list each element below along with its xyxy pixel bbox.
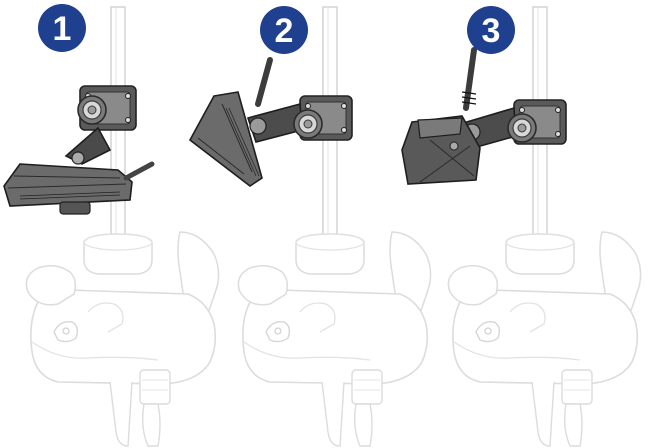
step-badge-2: 2 bbox=[260, 6, 308, 54]
motor-silhouette-3 bbox=[448, 7, 640, 446]
motor-silhouette-1 bbox=[26, 7, 218, 446]
step-2-group: 2 bbox=[190, 6, 431, 446]
step-badge-1: 1 bbox=[38, 4, 86, 52]
mount-bracket-1 bbox=[4, 86, 152, 214]
step-number-2: 2 bbox=[275, 12, 294, 50]
step-number-3: 3 bbox=[482, 12, 501, 50]
step-number-1: 1 bbox=[53, 10, 72, 48]
step-badge-3: 3 bbox=[467, 6, 515, 54]
step-3-group: 3 bbox=[402, 6, 641, 446]
step-1-group: 1 bbox=[4, 4, 219, 446]
